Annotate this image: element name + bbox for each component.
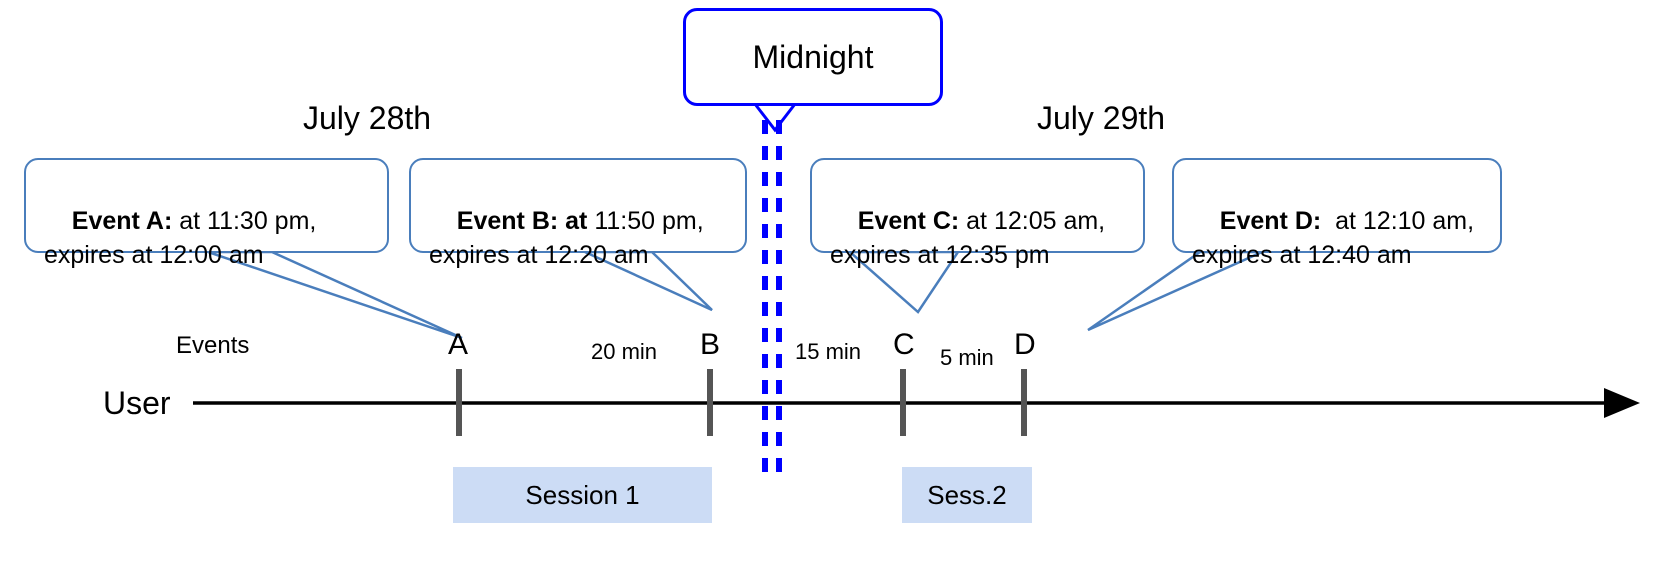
session-box-1-label: Session 1 xyxy=(525,479,640,510)
date-label-july-29: July 29th xyxy=(1037,100,1166,136)
event-callout-a: Event A: at 11:30 pm, expires at 12:00 a… xyxy=(24,158,389,269)
event-callout-d-bold: Event D: xyxy=(1219,207,1322,235)
event-callout-b-bold: Event B: at xyxy=(456,207,588,235)
event-callout-c-bold: Event C: xyxy=(857,207,960,235)
event-callout-d: Event D: at 12:10 am, expires at 12:40 a… xyxy=(1172,158,1502,269)
timeline-arrowhead xyxy=(1604,388,1640,418)
interval-label-b-c: 15 min xyxy=(795,339,862,364)
date-label-july-28: July 28th xyxy=(303,100,432,136)
event-callout-c: Event C: at 12:05 am, expires at 12:35 p… xyxy=(810,158,1145,269)
event-callout-a-rest: at 11:30 pm, expires at 12:00 am xyxy=(44,207,317,269)
midnight-callout: Midnight xyxy=(683,8,943,106)
session-box-2: Sess.2 xyxy=(902,467,1032,523)
marker-label-a: A xyxy=(448,328,469,361)
session-box-1: Session 1 xyxy=(453,467,712,523)
session-box-2-label: Sess.2 xyxy=(927,479,1007,510)
axis-label-user: User xyxy=(103,385,171,421)
interval-label-a-b: 20 min xyxy=(591,339,658,364)
midnight-label: Midnight xyxy=(752,38,874,75)
marker-label-b: B xyxy=(700,328,721,361)
event-callout-c-rest: at 12:05 am, expires at 12:35 pm xyxy=(830,207,1106,269)
event-callout-a-bold: Event A: xyxy=(71,207,173,235)
interval-label-c-d: 5 min xyxy=(940,345,994,370)
axis-label-events: Events xyxy=(176,332,250,359)
event-callout-b-rest: 11:50 pm, expires at 12:20 am xyxy=(429,207,704,269)
event-callout-b: Event B: at 11:50 pm, expires at 12:20 a… xyxy=(409,158,747,269)
marker-label-d: D xyxy=(1014,328,1036,361)
marker-label-c: C xyxy=(893,328,915,361)
event-callout-d-rest: at 12:10 am, expires at 12:40 am xyxy=(1192,207,1475,269)
midnight-bubble-tail xyxy=(753,103,797,133)
